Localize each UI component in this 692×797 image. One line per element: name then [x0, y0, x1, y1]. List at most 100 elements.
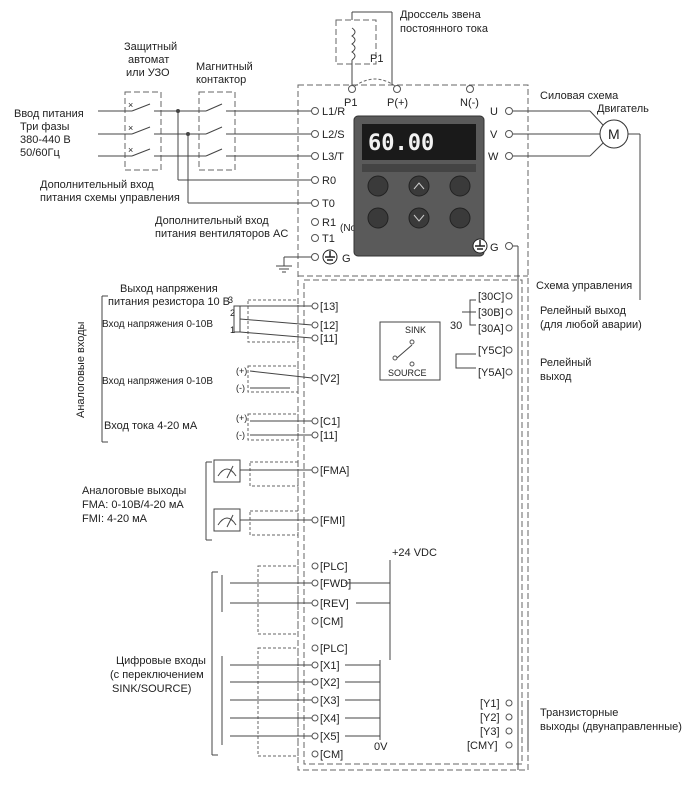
- contactor-label-1: Магнитный: [196, 61, 253, 73]
- analog-out-label-3: FMI: 4-20 мА: [82, 513, 148, 525]
- prg-button[interactable]: [367, 175, 389, 197]
- pot-pin-1: 1: [230, 325, 235, 335]
- terminal-label-p-plus: P(+): [387, 97, 408, 109]
- terminal-cm2: [CM]: [320, 749, 343, 761]
- down-arrow-icon: [413, 214, 425, 222]
- dig-in-label-3: SINK/SOURCE): [112, 683, 191, 695]
- power-input-label-1: Ввод питания: [14, 108, 84, 120]
- choke-p1-label: P1: [370, 53, 383, 65]
- c1-plus: (+): [236, 413, 247, 423]
- pot-pin-3: 3: [228, 295, 233, 305]
- terminal-p-plus: [393, 85, 401, 93]
- svg-text:×: ×: [128, 100, 133, 110]
- choke-box: [335, 19, 377, 65]
- terminal-30c: [30C]: [478, 291, 504, 303]
- terminal-n-minus: [466, 85, 474, 93]
- terminal-l3: L3/T: [322, 151, 344, 163]
- terminal-v: V: [490, 129, 498, 141]
- terminal-fma: [FMA]: [320, 465, 349, 477]
- terminal-w: W: [488, 151, 499, 163]
- terminal-30a: [30A]: [478, 323, 504, 335]
- keypad-display: 60.00: [368, 131, 434, 156]
- aux-ctrl-label-2: питания схемы управления: [40, 192, 180, 204]
- up-arrow-icon: [413, 182, 425, 190]
- power-input-label-4: 50/60Гц: [20, 147, 60, 159]
- terminal-t1: T1: [322, 233, 335, 245]
- terminal-x1: [X1]: [320, 660, 340, 672]
- trans-out-label-2: выходы (двунаправленные): [540, 721, 682, 733]
- phase-wires: × × ×: [98, 100, 312, 204]
- terminal-c1: [C1]: [320, 416, 340, 428]
- v-in-12-label: Вход напряжения 0-10В: [102, 319, 213, 330]
- i-in-label: Вход тока 4-20 мА: [104, 420, 198, 432]
- terminal-fmi: [FMI]: [320, 515, 345, 527]
- terminal-rev: [REV]: [320, 598, 349, 610]
- power-input-label-2: Три фазы: [20, 121, 70, 133]
- input-terminals: [311, 107, 319, 261]
- terminal-30b: [30B]: [478, 307, 504, 319]
- choke-title-line2: постоянного тока: [400, 23, 489, 35]
- terminal-cmy: [CMY]: [467, 740, 498, 752]
- terminal-cm1: [CM]: [320, 616, 343, 628]
- v2-minus: (-): [236, 383, 245, 393]
- digital-terminals: [311, 562, 319, 758]
- svg-text:×: ×: [128, 123, 133, 133]
- terminal-l1: L1/R: [322, 106, 345, 118]
- motor-symbol: M: [608, 126, 620, 142]
- terminal-l2: L2/S: [322, 129, 345, 141]
- terminal-t0: T0: [322, 198, 335, 210]
- transistor-terminals: [505, 699, 513, 749]
- terminal-v2: [V2]: [320, 373, 340, 385]
- trans-out-label-1: Транзисторные: [540, 707, 618, 719]
- sink-source-switch[interactable]: [379, 321, 441, 381]
- ground-icon-right: [472, 238, 488, 254]
- res-out-label-1: Выход напряжения: [120, 283, 218, 295]
- terminal-y5a: [Y5A]: [478, 367, 505, 379]
- up-button[interactable]: [408, 175, 430, 197]
- relay-30: [462, 292, 513, 332]
- control-circuit-label: Схема управления: [536, 280, 632, 292]
- svg-text:×: ×: [128, 145, 133, 155]
- zero-v-label: 0V: [374, 741, 388, 753]
- terminal-12: [12]: [320, 320, 338, 332]
- meter-fmi-icon: [213, 508, 241, 532]
- ground-icon: [276, 249, 338, 273]
- motor-label: Двигатель: [597, 103, 649, 115]
- output-terminals: [505, 107, 641, 300]
- v2-plus: (+): [236, 366, 247, 376]
- breaker-label-3: или УЗО: [126, 67, 170, 79]
- terminal-y3: [Y3]: [480, 726, 500, 738]
- c1-minus: (-): [236, 430, 245, 440]
- terminal-label-p1: P1: [344, 97, 357, 109]
- meter-fma-icon: [213, 459, 241, 483]
- breaker-label-2: автомат: [128, 54, 169, 66]
- terminal-plc1: [PLC]: [320, 561, 348, 573]
- pot-pin-2: 2: [230, 308, 235, 318]
- terminal-label-n-minus: N(-): [460, 97, 479, 109]
- aux-fan-label-1: Дополнительный вход: [155, 215, 269, 227]
- analog-out-label-2: FMA: 0-10В/4-20 мА: [82, 499, 184, 511]
- terminal-11: [11]: [320, 333, 338, 345]
- terminal-y2: [Y2]: [480, 712, 500, 724]
- func-data-button[interactable]: [367, 207, 389, 229]
- terminal-x3: [X3]: [320, 695, 340, 707]
- v-in-v2-label: Вход напряжения 0-10В: [102, 376, 213, 387]
- terminal-plc2: [PLC]: [320, 643, 348, 655]
- digital-switch-wires: [221, 575, 390, 745]
- source-label: SOURCE: [388, 368, 427, 378]
- stop-button[interactable]: [449, 207, 471, 229]
- terminal-x2: [X2]: [320, 677, 340, 689]
- power-circuit-label: Силовая схема: [540, 90, 619, 102]
- choke-coil: [351, 27, 356, 61]
- relay-label-1: Релейный: [540, 357, 591, 369]
- run-button[interactable]: [449, 175, 471, 197]
- analog-out-label-1: Аналоговые выходы: [82, 485, 186, 497]
- analog-inputs-label: Аналоговые входы: [75, 321, 87, 418]
- terminal-g-right: G: [490, 242, 499, 254]
- plus24-label: +24 VDC: [392, 547, 437, 559]
- terminal-u: U: [490, 106, 498, 118]
- control-section-box: [303, 279, 523, 765]
- down-button[interactable]: [408, 207, 430, 229]
- contactor-label-2: контактор: [196, 74, 246, 86]
